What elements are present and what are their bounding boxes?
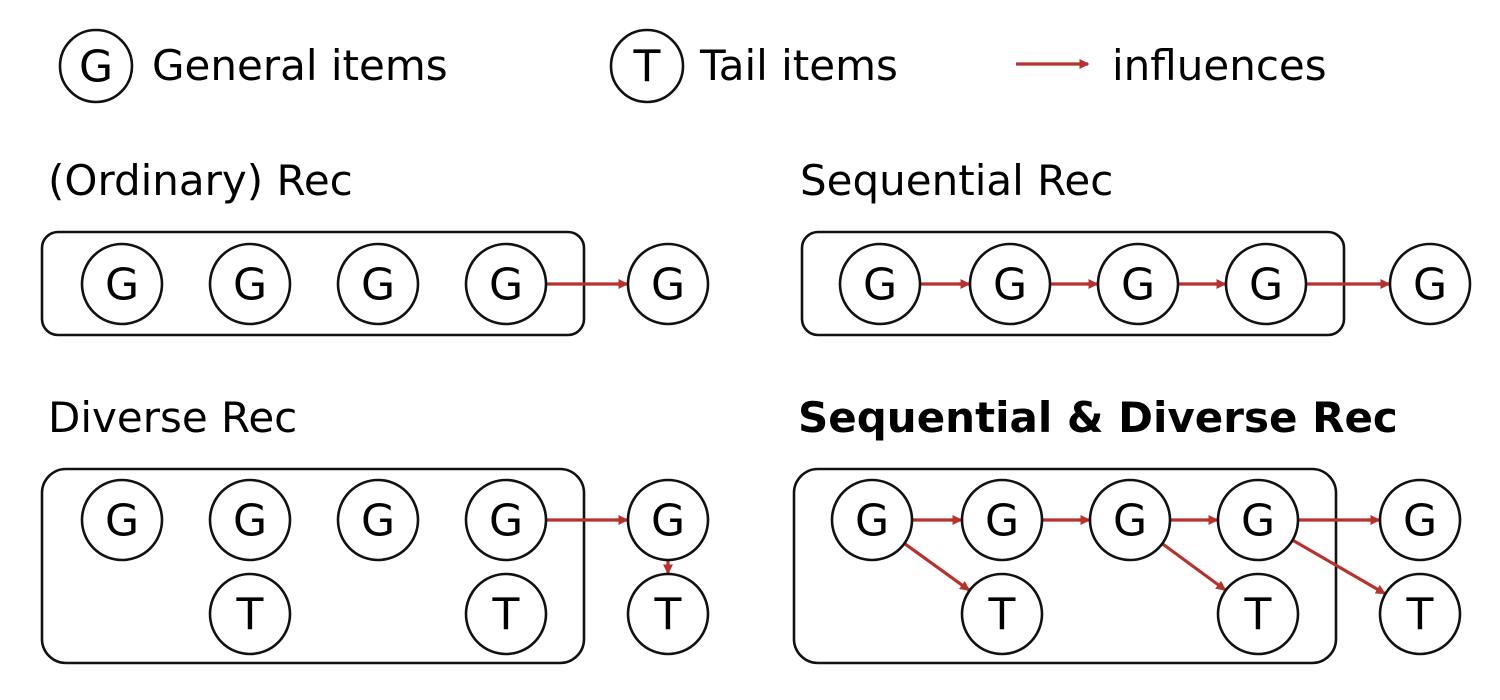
general-item-node-s4: G: [1224, 242, 1308, 326]
general-item-node-s3: G: [1096, 242, 1180, 326]
item-label: G: [1249, 260, 1283, 311]
item-label: G: [993, 260, 1027, 311]
general-item-node-d1: G: [80, 478, 164, 562]
item-label: G: [105, 260, 139, 311]
general-item-node-s2: G: [968, 242, 1052, 326]
item-circle: [1216, 478, 1300, 562]
general-item-node-d3: G: [336, 478, 420, 562]
item-circle: [336, 478, 420, 562]
item-label: G: [105, 496, 139, 547]
influence-arrow-q1-qt1: [904, 542, 970, 592]
item-circle: [80, 242, 164, 326]
item-circle: [960, 572, 1044, 656]
item-circle: [464, 478, 548, 562]
legend-general-node: G: [58, 28, 134, 104]
legend-tail-node: T: [609, 28, 685, 104]
item-label: T: [1406, 590, 1434, 641]
general-item-node-o2: G: [208, 242, 292, 326]
item-circle: [830, 478, 914, 562]
item-label: G: [361, 260, 395, 311]
panel-title-sequential: Sequential Rec: [800, 156, 1113, 205]
item-circle: [960, 478, 1044, 562]
legend-tail-label: Tail items: [699, 41, 898, 90]
item-circle: [838, 242, 922, 326]
influence-arrow-q3-qt2: [1162, 542, 1227, 592]
item-circle: [1216, 572, 1300, 656]
legend-tail-circle: [609, 28, 685, 104]
item-circle: [626, 572, 710, 656]
item-label: G: [1413, 260, 1447, 311]
general-item-node-s1: G: [838, 242, 922, 326]
item-label: G: [489, 260, 523, 311]
diverse-history-box: [40, 467, 586, 665]
legend-tail-symbol: T: [633, 42, 661, 93]
general-item-node-o3: G: [336, 242, 420, 326]
item-label: G: [651, 496, 685, 547]
item-circle: [626, 242, 710, 326]
item-label: G: [233, 260, 267, 311]
tail-item-node-qt2: T: [1216, 572, 1300, 656]
general-item-node-q1: G: [830, 478, 914, 562]
item-label: T: [654, 590, 682, 641]
item-circle: [1096, 242, 1180, 326]
legend-general-circle: [58, 28, 134, 104]
item-label: G: [1403, 496, 1437, 547]
general-item-node-o5: G: [626, 242, 710, 326]
general-item-node-o1: G: [80, 242, 164, 326]
item-circle: [208, 572, 292, 656]
item-circle: [1088, 478, 1172, 562]
item-circle: [1378, 572, 1462, 656]
item-circle: [1224, 242, 1308, 326]
item-circle: [208, 478, 292, 562]
item-circle: [336, 242, 420, 326]
item-label: G: [1113, 496, 1147, 547]
panel-title-seq-diverse: Sequential & Diverse Rec: [798, 393, 1398, 442]
item-circle: [464, 242, 548, 326]
general-item-node-q5: G: [1378, 478, 1462, 562]
influence-edges: [547, 279, 1391, 595]
item-label: G: [233, 496, 267, 547]
item-label: T: [1244, 590, 1272, 641]
tail-item-node-qt3: T: [1378, 572, 1462, 656]
legend-general-symbol: G: [79, 42, 113, 93]
tail-item-node-dt2: T: [464, 572, 548, 656]
item-label: G: [361, 496, 395, 547]
item-label: G: [1241, 496, 1275, 547]
item-label: G: [863, 260, 897, 311]
item-label: T: [236, 590, 264, 641]
panel-title-diverse: Diverse Rec: [48, 393, 297, 442]
item-label: G: [651, 260, 685, 311]
item-label: T: [492, 590, 520, 641]
panel-title-ordinary: (Ordinary) Rec: [48, 156, 353, 205]
influence-arrow-q4-qt3: [1292, 539, 1386, 595]
general-item-node-q4: G: [1216, 478, 1300, 562]
general-item-node-d5: G: [626, 478, 710, 562]
legend-general-label: General items: [152, 41, 448, 90]
item-circle: [208, 242, 292, 326]
item-circle: [464, 572, 548, 656]
general-item-node-d2: G: [208, 478, 292, 562]
item-circle: [1378, 478, 1462, 562]
item-circle: [626, 478, 710, 562]
general-item-node-o4: G: [464, 242, 548, 326]
item-circle: [1388, 242, 1472, 326]
item-label: G: [985, 496, 1019, 547]
tail-item-node-dt1: T: [208, 572, 292, 656]
item-circle: [968, 242, 1052, 326]
item-label: T: [988, 590, 1016, 641]
item-circle: [80, 478, 164, 562]
item-label: G: [855, 496, 889, 547]
legend: G General items T Tail items influences: [58, 28, 1327, 104]
tail-item-node-dt3: T: [626, 572, 710, 656]
item-label: G: [489, 496, 523, 547]
general-item-node-q3: G: [1088, 478, 1172, 562]
tail-item-node-qt1: T: [960, 572, 1044, 656]
general-item-node-d4: G: [464, 478, 548, 562]
general-item-node-q2: G: [960, 478, 1044, 562]
item-label: G: [1121, 260, 1155, 311]
legend-influence-label: influences: [1112, 41, 1327, 90]
general-item-node-s5: G: [1388, 242, 1472, 326]
